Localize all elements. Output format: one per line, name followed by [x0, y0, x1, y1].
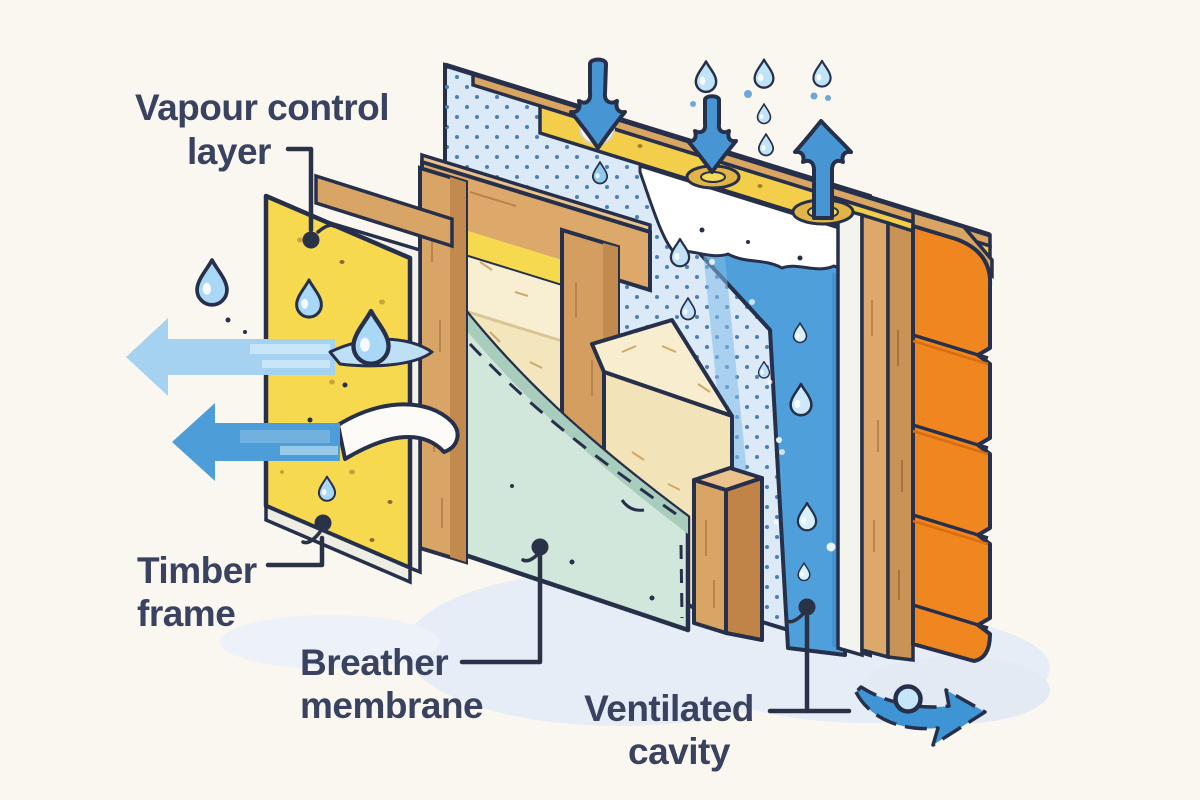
label-breather-membrane-line2: membrane — [300, 685, 483, 726]
label-vapour-control-line2: layer — [187, 131, 271, 172]
leader-vapour-control — [285, 146, 314, 233]
label-breather-membrane-line1: Breather — [300, 642, 448, 683]
label-ventilated-cavity-line1: Ventilated — [584, 688, 754, 729]
timber-battens — [860, 212, 915, 662]
air-bubble-icon — [893, 684, 923, 714]
label-timber-frame-line1: Timber — [137, 550, 257, 591]
water-droplets — [195, 58, 836, 582]
label-vapour-control-line1: Vapour control — [135, 87, 389, 128]
leader-dots — [302, 231, 816, 616]
leader-lines — [265, 146, 852, 714]
leader-timber-frame — [265, 535, 325, 568]
airflow-curve-arrow-icon — [854, 684, 987, 747]
label-timber-frame-line2: frame — [137, 593, 235, 634]
diagram-labels: Vapour control layer Timber frame Breath… — [135, 87, 754, 772]
label-ventilated-cavity-line2: cavity — [628, 731, 731, 772]
leader-breather-membrane — [459, 553, 543, 665]
rain-arrow-down-icon — [569, 57, 627, 150]
breather-membrane-sheet — [455, 299, 691, 633]
sheathing-strip — [836, 205, 864, 658]
cladding-boards — [911, 209, 994, 663]
vapour-arrow-left-icon — [172, 402, 460, 481]
vent-arrow-up-icon — [793, 119, 853, 220]
rain-arrow-down-icon — [686, 94, 738, 174]
timber-stud-right-block — [692, 466, 764, 642]
